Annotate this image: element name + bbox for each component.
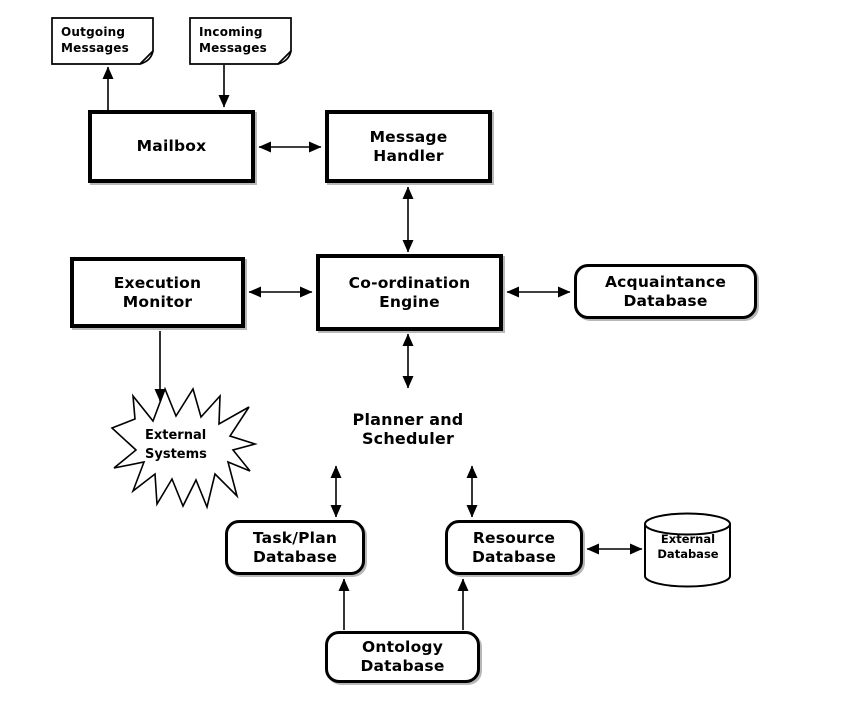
cylinder-top bbox=[644, 512, 731, 536]
note-fold-icon bbox=[139, 50, 154, 65]
task-plan-database-box: Task/Plan Database bbox=[225, 520, 365, 575]
resource-database-box: Resource Database bbox=[445, 520, 583, 575]
resource-database-label: Resource Database bbox=[471, 528, 557, 566]
note-fold-icon bbox=[277, 50, 292, 65]
incoming-messages-label: Incoming Messages bbox=[199, 25, 267, 55]
planner-scheduler-label: Planner and Scheduler bbox=[352, 410, 464, 448]
incoming-messages-note bbox=[189, 17, 292, 65]
acquaintance-database-box: Acquaintance Database bbox=[574, 264, 757, 319]
task-plan-database-label: Task/Plan Database bbox=[252, 528, 338, 566]
ontology-database-box: Ontology Database bbox=[325, 631, 480, 683]
mailbox-box: Mailbox bbox=[88, 110, 255, 183]
coordination-engine-box: Co-ordination Engine bbox=[316, 254, 503, 331]
execution-monitor-label: Execution Monitor bbox=[113, 273, 202, 311]
external-systems-label: External Systems bbox=[145, 428, 207, 462]
external-database-cylinder bbox=[644, 512, 731, 588]
mailbox-label: Mailbox bbox=[136, 137, 207, 155]
external-systems-star bbox=[110, 386, 258, 510]
outgoing-messages-note bbox=[51, 17, 154, 65]
message-handler-box: Message Handler bbox=[325, 110, 492, 183]
outgoing-messages-label: Outgoing Messages bbox=[61, 25, 129, 55]
acquaintance-database-label: Acquaintance Database bbox=[604, 272, 727, 310]
message-handler-label: Message Handler bbox=[369, 127, 448, 165]
execution-monitor-box: Execution Monitor bbox=[70, 257, 245, 328]
cylinder-body bbox=[644, 524, 731, 588]
note-body bbox=[51, 17, 154, 65]
ontology-database-label: Ontology Database bbox=[360, 638, 445, 675]
note-body bbox=[189, 17, 292, 65]
coordination-engine-label: Co-ordination Engine bbox=[348, 273, 471, 311]
external-database-label: External Database bbox=[657, 532, 719, 561]
